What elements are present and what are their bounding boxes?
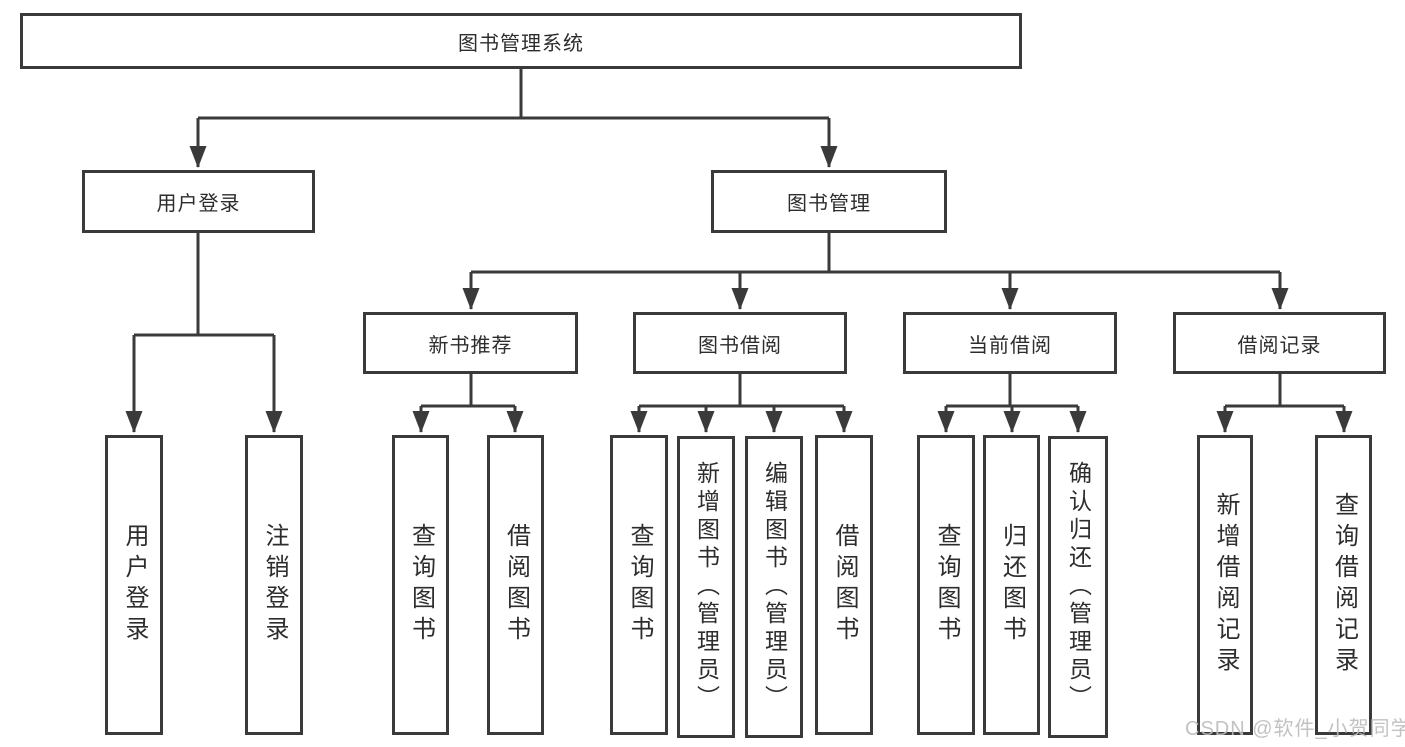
node-label: 新书推荐 bbox=[428, 334, 513, 357]
node-book-management: 图书管理 bbox=[711, 170, 947, 233]
node-new-book-recommend: 新书推荐 bbox=[363, 312, 578, 374]
leaf-add-books-admin: 新增图书（管理员） bbox=[677, 436, 735, 738]
leaf-label: 编辑图书（管理员） bbox=[761, 461, 788, 713]
leaf-edit-books-admin: 编辑图书（管理员） bbox=[745, 436, 803, 738]
leaf-label: 借阅图书 bbox=[831, 523, 858, 647]
leaf-label: 查询图书 bbox=[407, 523, 435, 647]
leaf-query-books-3: 查询图书 bbox=[917, 435, 975, 735]
leaf-return-books: 归还图书 bbox=[983, 435, 1040, 735]
node-borrow-record: 借阅记录 bbox=[1173, 312, 1386, 374]
node-label: 当前借阅 bbox=[968, 334, 1052, 357]
leaf-label: 归还图书 bbox=[998, 523, 1026, 647]
leaf-query-borrow-record: 查询借阅记录 bbox=[1315, 435, 1372, 735]
leaf-borrow-books-2: 借阅图书 bbox=[815, 435, 873, 735]
leaf-label: 确认归还（管理员） bbox=[1065, 461, 1092, 713]
leaf-logout: 注销登录 bbox=[245, 435, 303, 735]
leaf-label: 新增借阅记录 bbox=[1212, 492, 1239, 678]
leaf-user-login: 用户登录 bbox=[105, 435, 163, 735]
node-system-root: 图书管理系统 bbox=[20, 13, 1022, 69]
leaf-label: 新增图书（管理员） bbox=[693, 461, 720, 713]
leaf-query-books-1: 查询图书 bbox=[392, 435, 449, 735]
node-current-borrow: 当前借阅 bbox=[903, 312, 1117, 374]
leaf-label: 查询图书 bbox=[933, 523, 960, 647]
node-label: 图书管理系统 bbox=[458, 32, 584, 55]
node-label: 用户登录 bbox=[156, 193, 241, 215]
node-label: 借阅记录 bbox=[1237, 334, 1322, 357]
csdn-watermark: CSDN @软件_小贺同学 bbox=[1185, 718, 1405, 740]
leaf-label: 注销登录 bbox=[261, 523, 288, 647]
leaf-label: 用户登录 bbox=[121, 523, 148, 647]
node-label: 图书管理 bbox=[787, 193, 871, 215]
leaf-add-borrow-record: 新增借阅记录 bbox=[1197, 435, 1253, 735]
leaf-label: 查询图书 bbox=[626, 523, 653, 647]
node-user-login-group: 用户登录 bbox=[82, 170, 315, 233]
leaf-label: 借阅图书 bbox=[502, 523, 530, 647]
leaf-query-books-2: 查询图书 bbox=[610, 435, 668, 735]
node-label: 图书借阅 bbox=[698, 334, 782, 357]
leaf-label: 查询借阅记录 bbox=[1330, 492, 1358, 678]
leaf-borrow-books-1: 借阅图书 bbox=[487, 435, 544, 735]
node-book-borrow: 图书借阅 bbox=[633, 312, 847, 374]
leaf-confirm-return-admin: 确认归还（管理员） bbox=[1048, 436, 1108, 738]
